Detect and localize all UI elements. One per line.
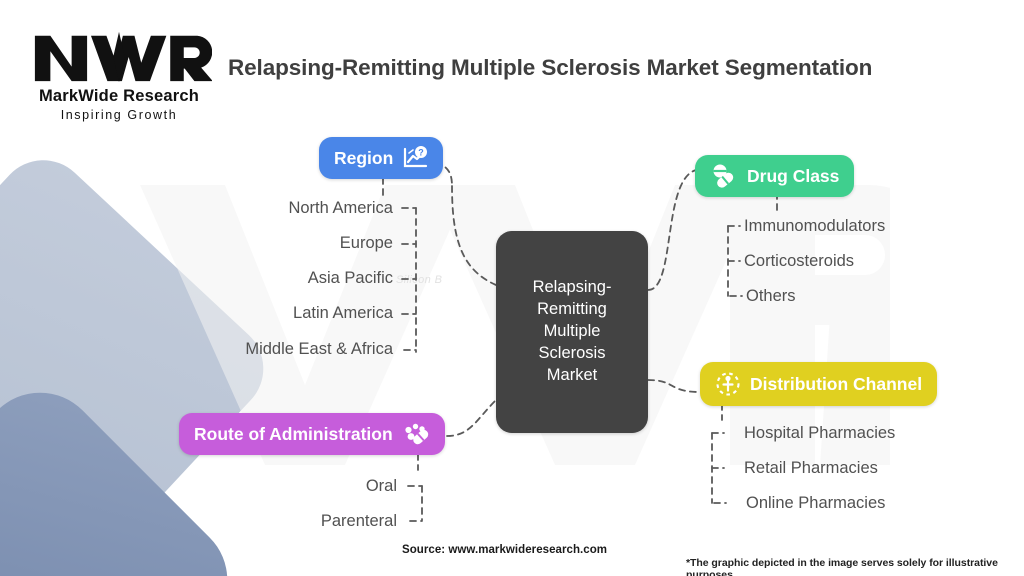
- central-line: Sclerosis: [538, 343, 606, 362]
- brand-name: MarkWide Research: [38, 87, 200, 105]
- branch-label-region: Region: [334, 147, 394, 168]
- distribution-person-icon: [715, 371, 741, 397]
- branch-pill-region[interactable]: Region ?: [319, 137, 444, 179]
- leaf-region-0: North America: [288, 199, 393, 217]
- brand-tagline: Inspiring Growth: [60, 108, 178, 122]
- leaf-distribution-channel-2: Online Pharmacies: [746, 494, 886, 512]
- central-node: Relapsing- Remitting Multiple Sclerosis …: [496, 231, 648, 433]
- branch-pill-distribution-channel[interactable]: Distribution Channel: [700, 362, 938, 406]
- leaf-route-0: Oral: [365, 477, 397, 495]
- leaf-region-3: Latin America: [293, 304, 393, 322]
- page-title: Relapsing-Remitting Multiple Sclerosis M…: [228, 55, 873, 80]
- branch-label-route-of-administration: Route of Administration: [194, 423, 393, 444]
- central-line: Market: [546, 365, 598, 384]
- pills-icon: [710, 164, 738, 188]
- disclaimer-label: *The graphic depicted in the image serve…: [686, 557, 998, 576]
- leaf-drug-class-2: Others: [746, 287, 796, 305]
- central-line: Remitting: [537, 300, 607, 319]
- brand-logo: MarkWide Research Inspiring Growth: [26, 28, 213, 124]
- branch-pill-drug-class[interactable]: Drug Class: [695, 155, 855, 197]
- branch-label-distribution-channel: Distribution Channel: [750, 373, 923, 394]
- logo-mark-icon: [26, 28, 213, 86]
- leaf-region-2: Asia Pacific: [307, 269, 393, 287]
- chart-question-icon: ?: [402, 146, 428, 170]
- leaf-region-4: Middle East & Africa: [245, 340, 393, 358]
- leaf-distribution-channel-1: Retail Pharmacies: [744, 459, 878, 477]
- leaf-route-1: Parenteral: [320, 512, 397, 530]
- svg-text:?: ?: [419, 147, 425, 157]
- leaf-drug-class-1: Corticosteroids: [744, 252, 855, 270]
- central-node-label: Relapsing- Remitting Multiple Sclerosis …: [525, 277, 620, 387]
- capsule-icon: [402, 422, 430, 446]
- branch-pill-route-of-administration[interactable]: Route of Administration: [179, 413, 445, 455]
- watermark-text: Silicon B: [396, 274, 443, 286]
- leaf-distribution-channel-0: Hospital Pharmacies: [744, 424, 896, 442]
- branch-label-drug-class: Drug Class: [747, 165, 840, 186]
- leaf-region-1: Europe: [339, 234, 393, 252]
- source-label: Source: www.markwideresearch.com: [402, 544, 608, 556]
- central-line: Relapsing-: [532, 278, 612, 297]
- leaf-drug-class-0: Immunomodulators: [744, 217, 886, 235]
- central-line: Multiple: [543, 322, 601, 341]
